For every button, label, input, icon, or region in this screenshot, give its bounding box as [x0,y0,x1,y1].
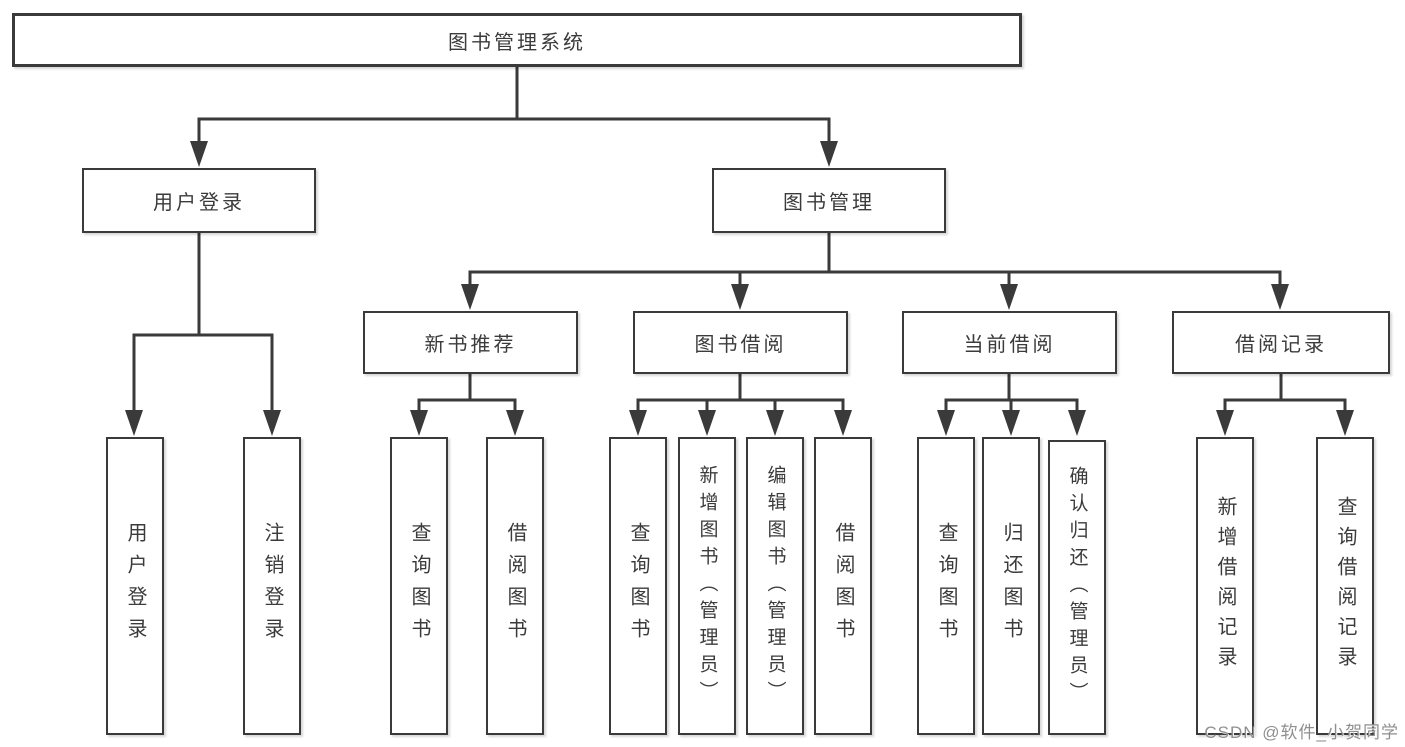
leaf-edit-book-admin-label: 编辑图书（管理员） [764,464,786,708]
leaf-confirm-return-admin: 确认归还（管理员） [1048,440,1106,735]
leaf-recommend-borrow-book-label: 借阅图书 [504,522,526,650]
leaf-edit-book-admin: 编辑图书（管理员） [746,437,804,735]
node-new-book-recommend-label: 新书推荐 [424,334,517,356]
leaf-current-query-book: 查询图书 [917,437,975,735]
leaf-logout-login-label: 注销登录 [261,522,283,650]
leaf-borrow-book: 借阅图书 [814,437,872,735]
leaf-add-borrow-record: 新增借阅记录 [1196,437,1254,735]
leaf-borrow-book-label: 借阅图书 [832,522,854,650]
node-user-login: 用户登录 [82,168,316,233]
leaf-user-login-label: 用户登录 [124,522,146,650]
leaf-logout-login: 注销登录 [243,437,301,735]
leaf-return-book: 归还图书 [982,437,1040,735]
node-user-login-label: 用户登录 [153,192,245,214]
node-root-label: 图书管理系统 [448,31,586,54]
leaf-user-login: 用户登录 [106,437,164,735]
leaf-add-book-admin-label: 新增图书（管理员） [696,464,718,708]
leaf-borrow-query-book-label: 查询图书 [627,522,649,650]
leaf-current-query-book-label: 查询图书 [935,522,957,650]
leaf-add-book-admin: 新增图书（管理员） [678,437,736,735]
node-root: 图书管理系统 [12,13,1022,67]
leaf-recommend-query-book: 查询图书 [390,437,448,735]
node-current-borrow: 当前借阅 [902,311,1117,374]
leaf-return-book-label: 归还图书 [1000,522,1022,650]
node-book-borrow-label: 图书借阅 [694,334,787,356]
leaf-add-borrow-record-label: 新增借阅记录 [1214,496,1236,676]
leaf-query-borrow-record-label: 查询借阅记录 [1334,496,1356,676]
node-borrow-records: 借阅记录 [1172,311,1390,374]
leaf-borrow-query-book: 查询图书 [609,437,667,735]
leaf-confirm-return-admin-label: 确认归还（管理员） [1066,466,1088,709]
arrowheads [125,141,1354,436]
node-current-borrow-label: 当前借阅 [963,334,1056,356]
leaf-recommend-borrow-book: 借阅图书 [486,437,544,735]
leaf-query-borrow-record: 查询借阅记录 [1316,437,1374,735]
csdn-watermark: CSDN @软件_小贺同学 [1204,723,1399,742]
node-book-borrow: 图书借阅 [633,311,848,374]
node-borrow-records-label: 借阅记录 [1235,334,1327,356]
node-book-management-label: 图书管理 [783,192,875,214]
node-new-book-recommend: 新书推荐 [363,311,578,374]
leaf-recommend-query-book-label: 查询图书 [408,522,430,650]
node-book-management: 图书管理 [712,168,946,233]
